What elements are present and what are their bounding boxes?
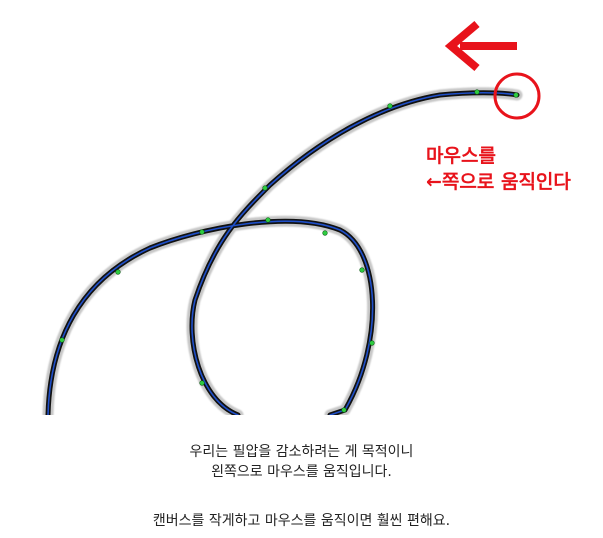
drawing-canvas[interactable]: 마우스를 ←쪽으로 움직인다 [0,0,603,415]
cursor-highlight-circle-icon [493,72,541,120]
anchor-point[interactable] [359,267,365,273]
anchor-point[interactable] [369,340,375,346]
brush-stroke-drawing [42,20,541,415]
caption-line-2: 왼쪽으로 마우스를 움직입니다. [211,464,392,480]
stroke-halo [42,87,523,415]
stroke-dark [45,90,520,415]
anchor-point[interactable] [387,103,393,109]
anchor-point[interactable] [59,337,65,343]
path-blue [47,91,518,415]
caption-line-1: 우리는 필압을 감소하려는 게 목적이니 [189,444,414,460]
left-arrow-icon [444,20,517,72]
annotation-line-1: 마우스를 [426,145,496,167]
caption-line-3: 캔버스를 작게하고 마우스를 움직이면 훨씬 편해요. [152,513,451,529]
stroke-halo-outer [42,87,523,415]
anchor-point[interactable] [262,185,268,191]
annotation-line-2: ←쪽으로 움직인다 [426,171,571,193]
annotation-text: 마우스를 ←쪽으로 움직인다 [426,143,571,195]
anchor-point[interactable] [474,89,480,95]
anchor-point[interactable] [513,92,519,98]
anchor-point[interactable] [265,217,271,223]
anchor-point[interactable] [115,269,121,275]
anchor-point[interactable] [341,407,347,413]
anchor-point[interactable] [199,229,205,235]
anchor-point[interactable] [322,230,328,236]
anchor-points [59,89,519,413]
anchor-point[interactable] [199,380,205,386]
